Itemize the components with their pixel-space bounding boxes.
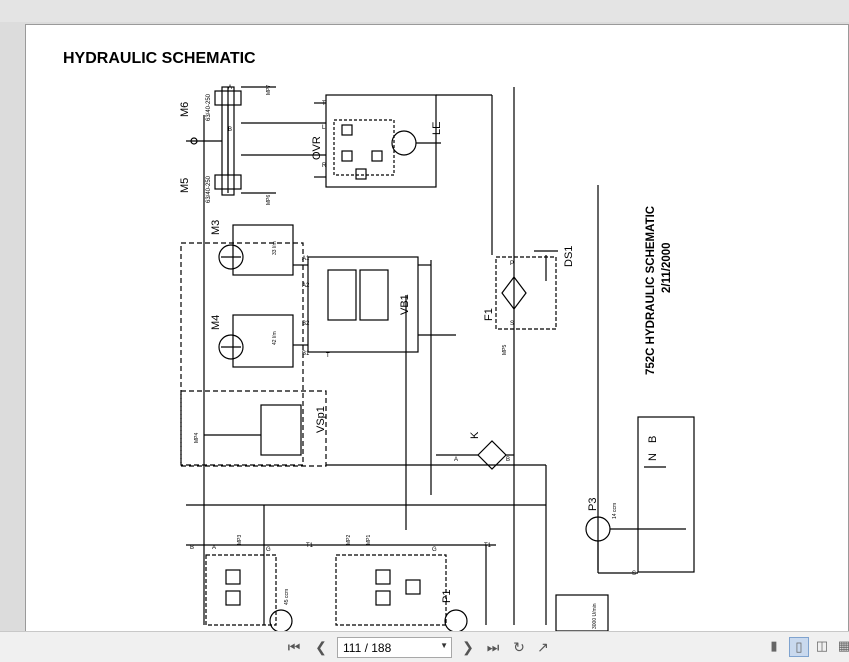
label-m3: M3 xyxy=(210,220,222,235)
hydraulic-schematic: M6 63/40-250 M5 63/40-250 OVR LE M3 M4 3… xyxy=(179,85,695,631)
port-b2: B2 xyxy=(302,321,310,327)
port-t1-right: T1 xyxy=(484,543,492,549)
document-page: HYDRAULIC SCHEMATIC xyxy=(25,24,849,632)
label-n: N xyxy=(647,453,659,461)
label-m3-disp: 33 l/m xyxy=(272,241,278,255)
label-m5-spec: 63/40-250 xyxy=(206,175,212,203)
label-f1: F1 xyxy=(483,308,495,321)
page-number-select[interactable]: 111 / 188 ▼ xyxy=(337,637,452,658)
port-s-f1: S xyxy=(510,321,514,327)
port-a1: A1 xyxy=(302,256,310,262)
port-b-k: B xyxy=(506,457,510,463)
first-page-icon[interactable]: ⏮ xyxy=(287,638,301,655)
port-r-ovr: R xyxy=(322,163,327,169)
port-a2: A2 xyxy=(302,283,310,289)
port-s-p3: S xyxy=(632,571,636,577)
label-m6: M6 xyxy=(179,102,191,117)
label-mp4: MP4 xyxy=(194,433,200,444)
facing-icon[interactable]: ◫ xyxy=(815,638,829,653)
port-b1: B1 xyxy=(302,351,310,357)
port-g-left: G xyxy=(266,547,271,553)
label-mp5: MP5 xyxy=(502,345,508,356)
label-p1-spec: 45 ccm xyxy=(284,589,290,605)
port-t-vb1: T xyxy=(326,353,330,359)
label-b: B xyxy=(647,436,659,443)
export-icon[interactable]: ↗ xyxy=(537,638,549,655)
label-le: LE xyxy=(431,122,443,135)
label-m6-spec: 63/40-250 xyxy=(206,93,212,121)
top-strip xyxy=(0,0,849,22)
label-mp7: MP7 xyxy=(266,85,272,96)
label-mp6: MP6 xyxy=(266,195,272,206)
label-vsp1: VSp1 xyxy=(315,406,327,433)
label-mp2: MP2 xyxy=(346,535,352,546)
label-p3-spec: 14 ccm xyxy=(612,503,618,519)
port-t-ovr: T xyxy=(322,101,326,107)
label-k: K xyxy=(469,431,481,439)
label-p1: P1 xyxy=(441,590,453,603)
label-p3: P3 xyxy=(587,498,599,511)
last-page-icon[interactable]: ⏭ xyxy=(486,638,500,655)
port-t1-left: T1 xyxy=(306,543,314,549)
port-g-right: G xyxy=(432,547,437,553)
port-p-f1: P xyxy=(510,261,514,267)
viewer-toolbar: ⏮ ❮ 111 / 188 ▼ ❯ ⏭ ↻ ↗ ▮ ▯ ◫ ▦ xyxy=(0,631,849,662)
schematic-title-rotated: 752C HYDRAULIC SCHEMATIC xyxy=(645,206,657,375)
schematic-date-rotated: 2/11/2000 xyxy=(661,242,673,293)
rotate-icon[interactable]: ↻ xyxy=(513,638,525,655)
thumbnail-icon[interactable]: ▦ xyxy=(837,638,849,653)
page-indicator: 111 / 188 xyxy=(343,640,392,655)
label-mp3: MP3 xyxy=(237,535,243,546)
single-page-icon[interactable]: ▮ xyxy=(770,638,778,653)
port-a-bottom: A xyxy=(212,545,216,551)
port-a-top: A xyxy=(228,85,232,91)
label-vb1: VB1 xyxy=(399,294,411,315)
label-mp1: MP1 xyxy=(366,535,372,546)
chevron-down-icon: ▼ xyxy=(440,641,448,650)
label-m4: M4 xyxy=(210,315,222,330)
continuous-icon[interactable]: ▯ xyxy=(789,637,809,657)
label-m4-disp: 42 l/m xyxy=(272,331,278,345)
label-m5: M5 xyxy=(179,178,191,193)
page-heading: HYDRAULIC SCHEMATIC xyxy=(63,50,256,67)
label-ds1: DS1 xyxy=(563,246,575,267)
next-page-icon[interactable]: ❯ xyxy=(462,638,474,655)
prev-page-icon[interactable]: ❮ xyxy=(315,638,327,655)
label-ovr: OVR xyxy=(311,136,323,160)
label-speed: 3000 U/min xyxy=(592,603,598,629)
port-b-bottom: B xyxy=(190,545,194,551)
port-a-k: A xyxy=(454,457,458,463)
port-b-top: B xyxy=(228,127,232,133)
port-l-ovr: L xyxy=(322,125,326,131)
